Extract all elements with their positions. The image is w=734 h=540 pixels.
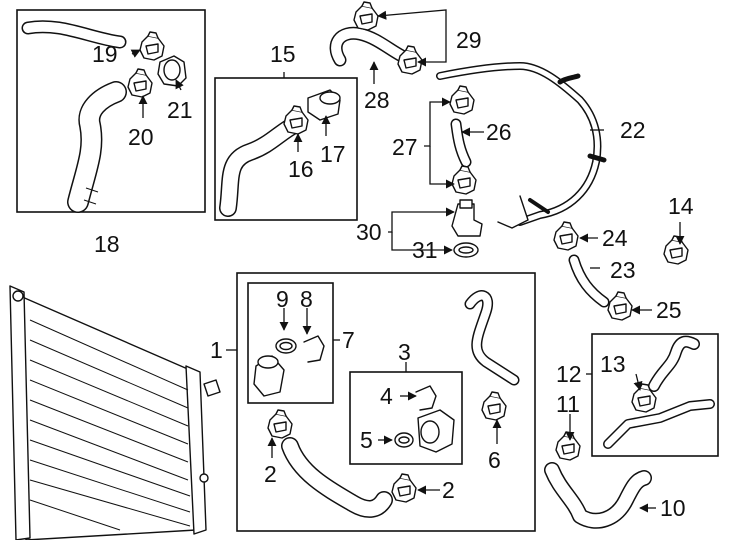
clamp-25 [607, 291, 633, 321]
box-15 [214, 77, 358, 221]
connector-17 [307, 89, 341, 121]
hose-18 [67, 81, 127, 213]
clamp-14 [663, 235, 689, 265]
callout-9: 9 [276, 286, 289, 312]
clamp-6 [481, 391, 507, 421]
callout-30: 30 [356, 219, 382, 245]
callout-4: 4 [380, 383, 393, 409]
callout-17: 17 [320, 141, 346, 167]
callout-14: 14 [668, 193, 694, 219]
callout-16: 16 [288, 156, 314, 182]
callout-5: 5 [360, 427, 373, 453]
clip-4 [415, 385, 437, 411]
callout-26: 26 [486, 119, 512, 145]
clamp-27-top [449, 85, 475, 115]
hose-23 [568, 254, 610, 308]
hose-28 [329, 26, 413, 67]
hose-26 [450, 118, 472, 168]
callout-11: 11 [556, 391, 580, 417]
oring-31 [453, 242, 479, 258]
callout-20: 20 [128, 124, 154, 150]
pipe-6 [464, 290, 520, 386]
callout-29: 29 [456, 27, 482, 53]
callout-24: 24 [602, 225, 628, 251]
clamp-11 [555, 431, 581, 461]
callout-12: 12 [556, 361, 582, 387]
callout-15: 15 [270, 41, 296, 67]
callout-1: 1 [210, 337, 223, 363]
clamp-24 [553, 221, 579, 251]
hose-18-upper [21, 20, 127, 49]
box-1 [236, 272, 536, 532]
box-7 [247, 282, 334, 404]
radiator [9, 285, 221, 540]
clamp-2-bottom [391, 473, 417, 503]
callout-18: 18 [94, 231, 120, 257]
oring-5 [394, 432, 414, 448]
clamp-20 [127, 68, 153, 98]
clamp-27-bottom [451, 165, 477, 195]
connector-7 [253, 355, 285, 397]
callout-21: 21 [167, 97, 193, 123]
callout-25: 25 [656, 297, 682, 323]
callout-13: 13 [600, 351, 626, 377]
clamp-29-top [353, 1, 379, 31]
callout-19: 19 [92, 41, 118, 67]
callout-27: 27 [392, 134, 418, 160]
callout-8: 8 [300, 286, 313, 312]
callout-10: 10 [660, 495, 686, 521]
callouts: 19 20 21 18 15 16 17 28 29 22 26 27 30 3… [92, 27, 694, 521]
connector-21 [157, 55, 187, 87]
callout-7: 7 [342, 327, 355, 353]
hose-10 [544, 462, 652, 529]
box-12 [591, 333, 719, 457]
callout-28: 28 [364, 87, 390, 113]
callout-3: 3 [398, 339, 411, 365]
clamp-16 [283, 105, 309, 135]
callout-6: 6 [488, 447, 501, 473]
box-18 [16, 9, 206, 213]
housing-3 [417, 409, 455, 453]
hose-16 [219, 115, 305, 217]
oring-9 [275, 338, 297, 354]
callout-2-left: 2 [264, 461, 277, 487]
pipe-12 [603, 399, 715, 449]
pipe-22 [436, 62, 607, 229]
callout-31: 31 [412, 237, 438, 263]
clip-8 [303, 335, 325, 363]
leader-lines [130, 9, 685, 513]
clamp-19 [139, 31, 165, 61]
callout-22: 22 [620, 117, 646, 143]
hose-2 [281, 437, 393, 518]
fitting-30 [451, 199, 483, 237]
clamp-2-top [267, 409, 293, 439]
callout-23: 23 [610, 257, 636, 283]
hose-12 [648, 335, 700, 392]
callout-2-right: 2 [442, 477, 455, 503]
